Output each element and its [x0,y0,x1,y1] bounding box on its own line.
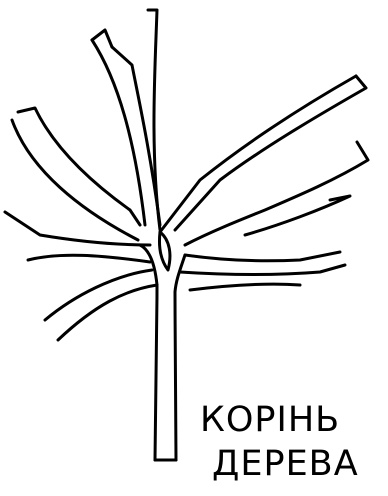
branch-top-thin [148,10,160,230]
trunk-left-edge [155,285,157,460]
branch-left-lower [12,120,138,240]
branch-left-down [5,212,150,245]
branch-top-center-outer [92,40,145,225]
branch-left-low-2 [58,285,157,340]
central-join [140,245,157,285]
branch-right-low [185,252,340,261]
central-knot [159,232,169,270]
caption: КОРІНЬ ДЕРЕВА [200,398,386,486]
caption-line-1: КОРІНЬ [200,398,386,442]
branch-right-low-3 [190,284,300,290]
trunk-right-edge [175,292,176,460]
branch-right-mid [185,142,368,245]
caption-line-2: ДЕРЕВА [212,442,386,486]
branch-left-low [45,270,152,320]
branch-left-down-2 [28,255,150,262]
branch-right-low-2 [180,265,345,275]
branch-left-upper [18,108,140,225]
branch-right-mid-2 [245,196,350,235]
